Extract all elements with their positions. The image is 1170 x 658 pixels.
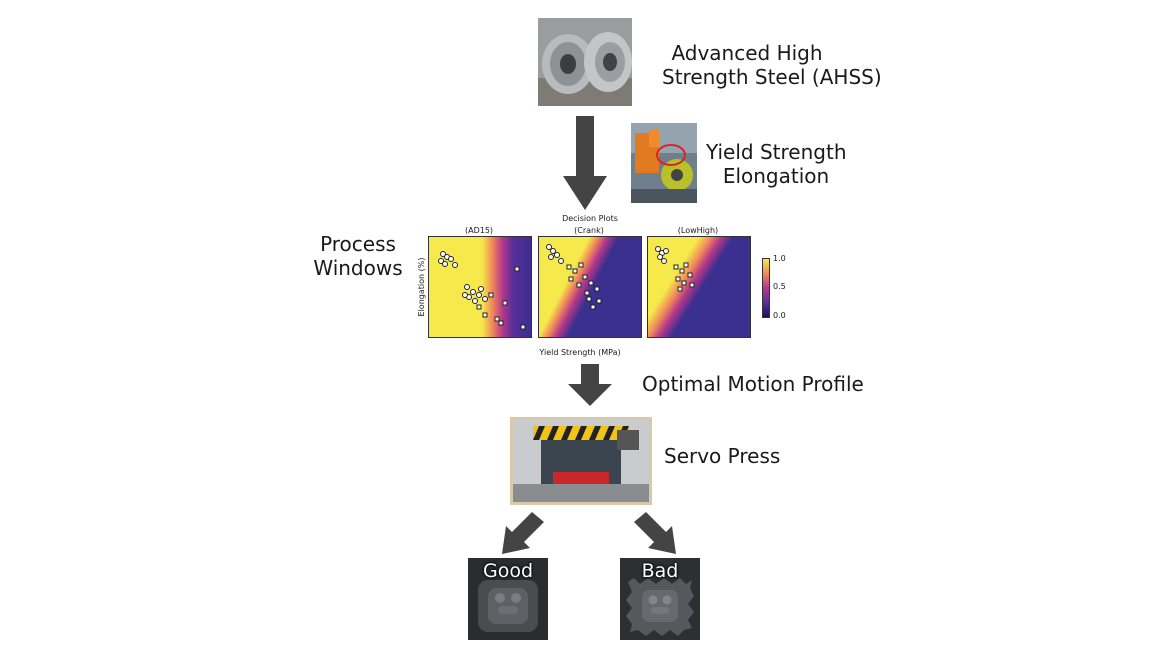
plot-title-crank: (Crank)	[574, 226, 604, 235]
servo-press-label: Servo Press	[664, 444, 781, 468]
motion-profile-label: Optimal Motion Profile	[642, 372, 864, 396]
arrow-down-medium	[568, 364, 612, 406]
colorbar-tick-05: 0.5	[773, 282, 786, 291]
steel-label-line2: Strength Steel (AHSS)	[662, 65, 882, 89]
plot-title-lowhigh: (LowHigh)	[677, 226, 719, 235]
arrow-down-right	[634, 512, 676, 554]
good-part-photo: Good	[468, 558, 548, 640]
steel-label: Advanced High Strength Steel (AHSS)	[662, 41, 882, 89]
decision-plot-crank	[538, 236, 642, 338]
bad-label: Bad	[641, 560, 679, 582]
properties-label-line1: Yield Strength	[706, 140, 847, 164]
servo-press-photo	[510, 417, 652, 505]
steel-label-line1: Advanced High	[671, 41, 823, 65]
arrow-down-left	[502, 512, 544, 554]
tensile-test-robot-photo	[631, 123, 697, 203]
plot-title-ad15: (AD15)	[464, 226, 494, 235]
properties-label-line2: Elongation	[722, 164, 830, 188]
properties-label: Yield Strength Elongation	[706, 140, 847, 188]
colorbar	[762, 258, 770, 318]
good-label: Good	[482, 560, 534, 582]
process-label-line1: Process	[320, 232, 396, 256]
arrow-down-large	[563, 116, 607, 210]
colorbar-tick-1: 1.0	[773, 254, 786, 263]
process-label-line2: Windows	[313, 256, 403, 280]
decision-plot-lowhigh	[647, 236, 751, 338]
colorbar-tick-0: 0.0	[773, 311, 786, 320]
plot-ylabel: Elongation (%)	[417, 257, 426, 317]
steel-coils-photo	[538, 18, 632, 106]
plot-xlabel: Yield Strength (MPa)	[539, 348, 621, 357]
bad-part-photo: Bad	[620, 558, 700, 640]
decision-plot-ad15	[428, 236, 532, 338]
decision-plots-title: Decision Plots	[562, 214, 618, 223]
process-windows-label: Process Windows	[310, 232, 406, 280]
